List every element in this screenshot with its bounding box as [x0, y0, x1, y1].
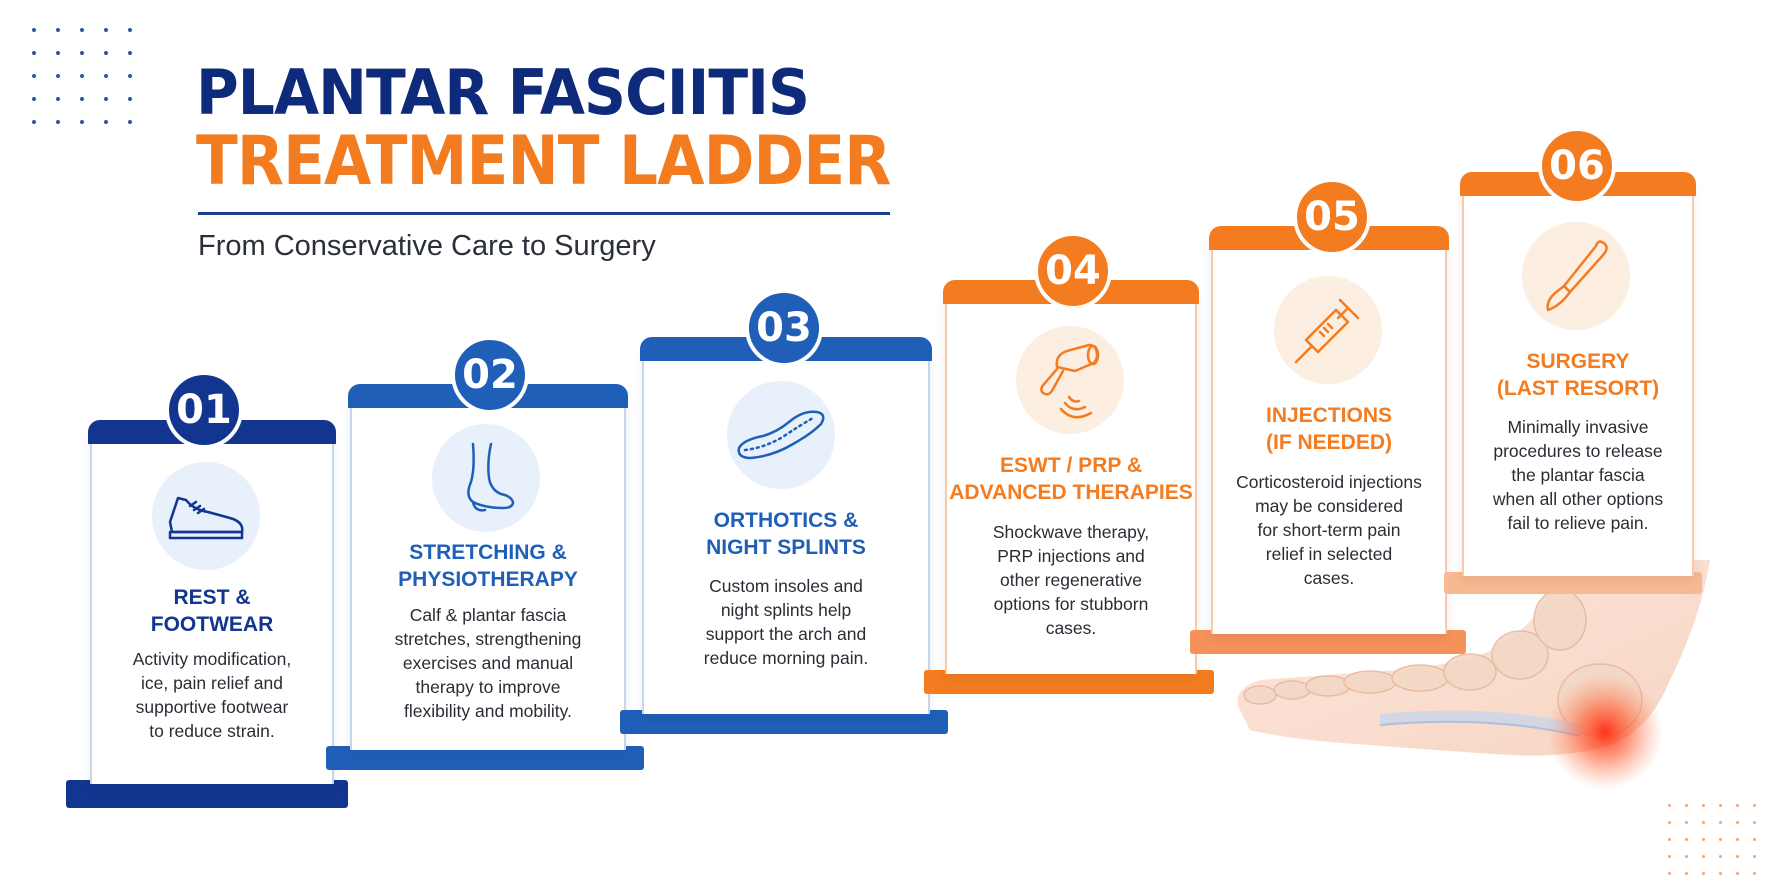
- decorative-dots: [32, 28, 132, 124]
- step-number-badge: 05: [1293, 178, 1371, 256]
- page-title: PLANTAR FASCIITIS: [196, 56, 810, 129]
- step-heading: ORTHOTICS & NIGHT SPLINTS: [706, 509, 866, 559]
- step-number-badge: 02: [451, 336, 529, 414]
- shockwave-device-icon: [1040, 343, 1100, 419]
- step-description: Calf & plantar fascia stretches, strengt…: [394, 605, 582, 721]
- shoe-icon: [168, 496, 244, 540]
- step-icon-circle: [432, 424, 540, 532]
- step-number-badge: 06: [1538, 127, 1616, 205]
- step-base: [924, 670, 1214, 694]
- scalpel-icon: [1546, 240, 1608, 312]
- syringe-icon: [1294, 298, 1360, 364]
- insole-icon: [737, 410, 825, 460]
- step-heading: SURGERY (LAST RESORT): [1496, 350, 1660, 400]
- step-heading: STRETCHING & PHYSIOTHERAPY: [398, 541, 578, 591]
- step-base: [326, 746, 644, 770]
- step-heading: REST & FOOTWEAR: [150, 586, 274, 636]
- step-card: [1462, 186, 1694, 576]
- step-base: [1444, 572, 1702, 594]
- decorative-dots: [1668, 804, 1756, 875]
- step-icon-circle: [727, 381, 835, 489]
- step-icon-circle: [1274, 276, 1382, 384]
- step-icon-circle: [152, 462, 260, 570]
- step-base: [1190, 630, 1466, 654]
- step-card: [945, 294, 1197, 674]
- foot-illustration: [1237, 560, 1710, 790]
- step-icon-circle: [1016, 326, 1124, 434]
- step-base: [620, 710, 948, 734]
- step-number-badge: 04: [1034, 232, 1112, 310]
- title-divider: [198, 212, 890, 215]
- step-description: Shockwave therapy, PRP injections and ot…: [992, 522, 1150, 638]
- step-number-badge: 01: [165, 371, 243, 449]
- step-base: [66, 780, 348, 808]
- foot-icon: [467, 442, 515, 512]
- page-title-accent: TREATMENT LADDER: [196, 122, 891, 201]
- step-icon-circle: [1522, 222, 1630, 330]
- step-heading: INJECTIONS (IF NEEDED): [1265, 404, 1393, 454]
- step-heading: ESWT / PRP & ADVANCED THERAPIES: [949, 454, 1193, 504]
- step-description: Corticosteroid injections may be conside…: [1236, 472, 1422, 588]
- title-block: PLANTAR FASCIITIS TREATMENT LADDER: [196, 60, 968, 198]
- step-number-badge: 03: [745, 289, 823, 367]
- page-subtitle: From Conservative Care to Surgery: [198, 230, 656, 262]
- step-description: Activity modification, ice, pain relief …: [132, 649, 292, 741]
- step-description: Custom insoles and night splints help su…: [703, 576, 869, 668]
- step-description: Minimally invasive procedures to release…: [1492, 417, 1664, 533]
